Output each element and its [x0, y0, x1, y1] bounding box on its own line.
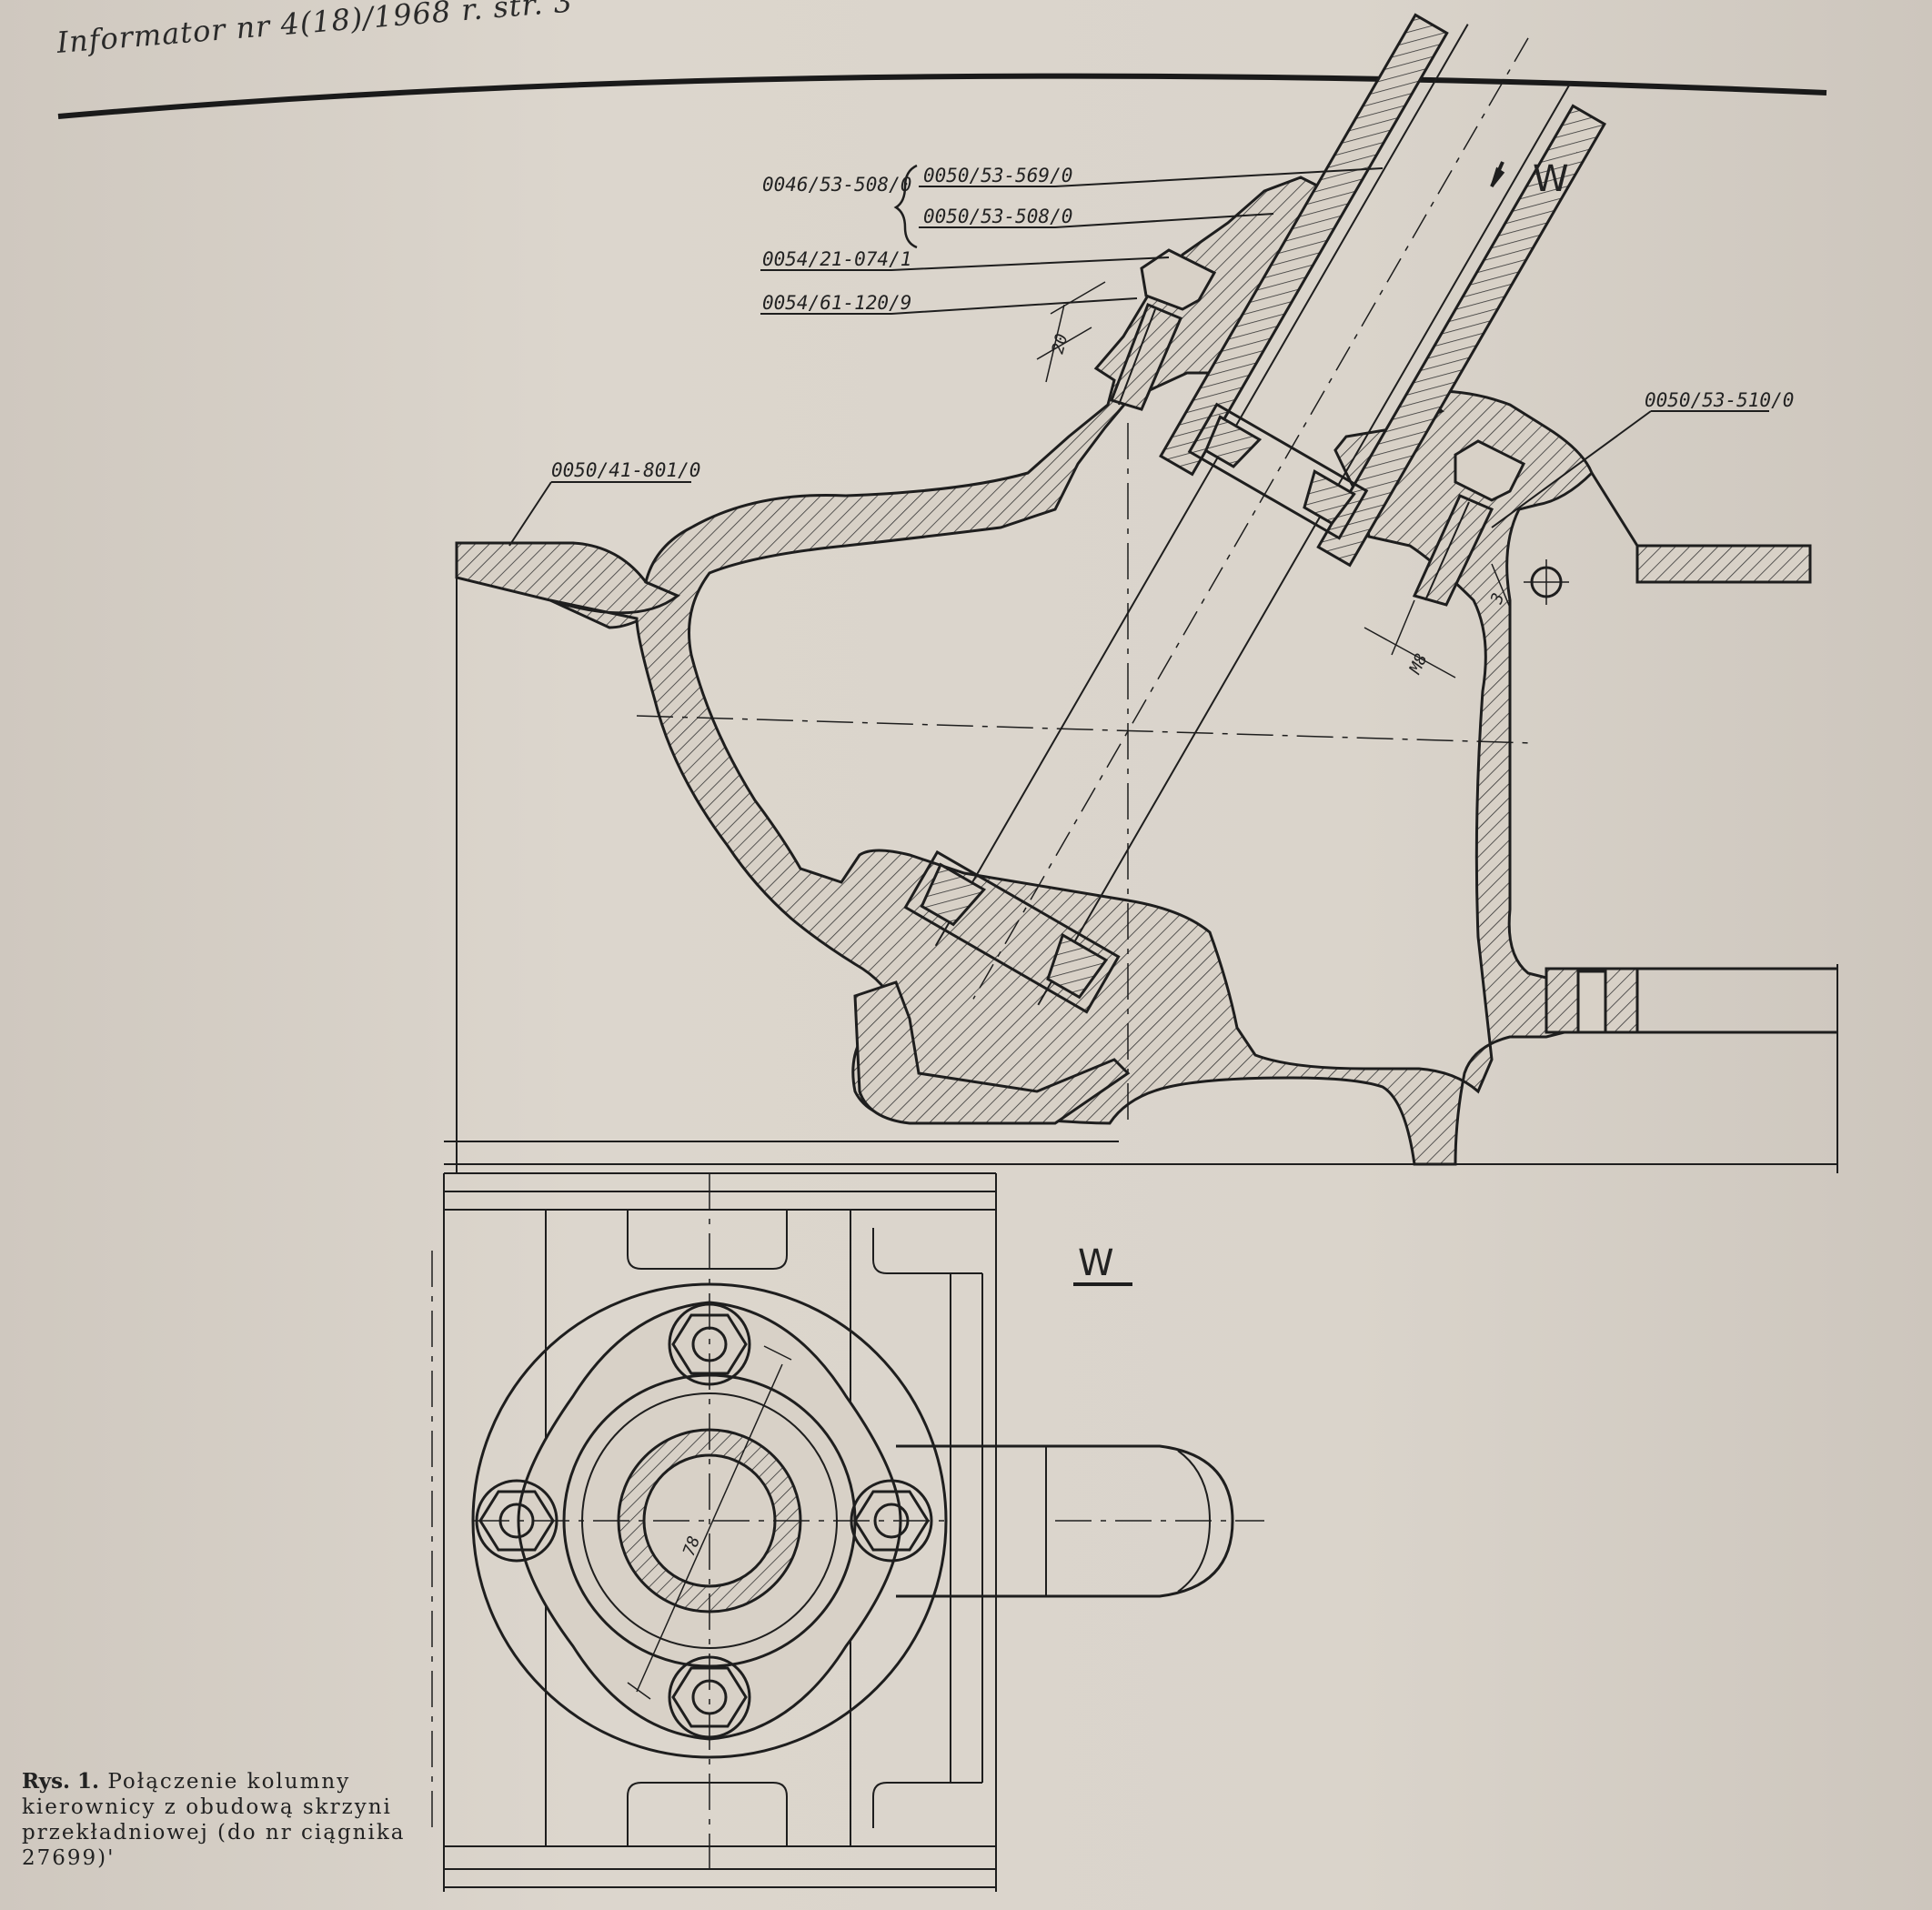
leader-p3	[919, 213, 1274, 228]
bottom-cover	[853, 980, 1131, 1125]
leader-p2	[919, 167, 1384, 187]
steering-column	[903, 13, 1606, 1014]
caption-prefix: Rys. 1.	[22, 1769, 100, 1794]
leader-p6	[1491, 410, 1769, 528]
leader-p4	[760, 256, 1170, 271]
dimension-20: 20	[1049, 332, 1072, 356]
leader-p7	[508, 481, 691, 547]
bolt-right	[1412, 439, 1526, 607]
housing-shell	[549, 176, 1594, 1166]
leader-p5	[760, 297, 1138, 315]
part-label-p2: 0050/53-569/0	[923, 165, 1072, 186]
bolt-left	[1110, 248, 1217, 411]
plug-hole	[1576, 970, 1607, 1034]
housing-arm	[896, 1444, 1234, 1598]
bolt-top	[668, 1302, 751, 1386]
dimension-m8: M8	[1405, 651, 1432, 678]
housing-flange-right	[1590, 472, 1812, 584]
caption-text: Połączenie kolumny kierownicy z obudową …	[22, 1770, 406, 1870]
figure-caption: Rys. 1. Połączenie kolumny kierownicy z …	[22, 1769, 422, 1871]
part-label-p7: 0050/41-801/0	[551, 459, 700, 481]
bolt-bottom	[668, 1655, 751, 1739]
part-label-p3: 0050/53-508/0	[923, 206, 1072, 227]
view-arrow-label: W	[1533, 158, 1569, 200]
part-label-p6: 0050/53-510/0	[1645, 389, 1794, 411]
view-w-label: W	[1078, 1242, 1114, 1284]
bolt-left-w	[475, 1479, 558, 1563]
part-label-p1: 0046/53-508/0	[762, 174, 911, 196]
bolt-right-w	[850, 1479, 933, 1563]
part-label-p4: 0054/21-074/1	[762, 248, 911, 270]
header-rule	[57, 73, 1827, 119]
part-bracket	[893, 164, 918, 249]
part-label-p5: 0054/61-120/9	[762, 292, 911, 314]
